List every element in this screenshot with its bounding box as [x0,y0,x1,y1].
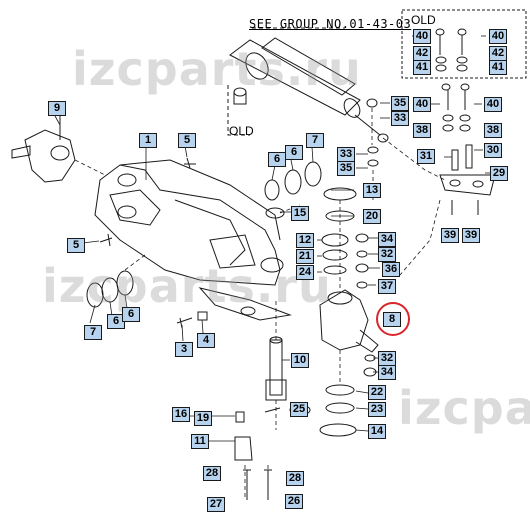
callout-6-b[interactable]: 6 [285,145,303,160]
callout-41-b[interactable]: 41 [489,60,507,75]
callout-35-left[interactable]: 35 [337,161,355,176]
callout-24[interactable]: 24 [296,265,314,280]
callout-14[interactable]: 14 [368,424,386,439]
callout-26[interactable]: 26 [285,494,303,509]
callout-25[interactable]: 25 [290,402,308,417]
callout-42-a[interactable]: 42 [413,46,431,61]
callout-38-left[interactable]: 38 [413,123,431,138]
callout-4[interactable]: 4 [197,333,215,348]
see-group-label: SEE GROUP NO.01-43-03 [249,17,412,31]
callout-10[interactable]: 10 [291,353,309,368]
callout-7-top[interactable]: 7 [306,133,324,148]
callout-38-right[interactable]: 38 [484,123,502,138]
callout-21[interactable]: 21 [296,249,314,264]
king-pin [269,339,283,396]
callout-12[interactable]: 12 [296,233,314,248]
callout-28-left[interactable]: 28 [203,466,221,481]
callout-22[interactable]: 22 [368,385,386,400]
highlight-circle [376,302,410,336]
callout-40-a[interactable]: 40 [413,29,431,44]
callout-8[interactable]: 8 [383,312,401,327]
callout-32-top[interactable]: 32 [378,247,396,262]
callout-6-a[interactable]: 6 [268,152,286,167]
callout-9[interactable]: 9 [48,101,66,116]
callout-42-b[interactable]: 42 [489,46,507,61]
callout-41-a[interactable]: 41 [413,60,431,75]
callout-33-right[interactable]: 33 [391,111,409,126]
callout-40-b[interactable]: 40 [489,29,507,44]
callout-3[interactable]: 3 [175,342,193,357]
callout-13[interactable]: 13 [363,183,381,198]
callout-29[interactable]: 29 [490,166,508,181]
right-knuckle [319,289,369,351]
callout-19[interactable]: 19 [194,411,212,426]
callout-34-bottom[interactable]: 34 [378,365,396,380]
callout-1[interactable]: 1 [139,133,157,148]
callout-34-top[interactable]: 34 [378,232,396,247]
callout-40-d[interactable]: 40 [484,97,502,112]
callout-39-b[interactable]: 39 [462,228,480,243]
callout-5-top[interactable]: 5 [178,133,196,148]
callout-30[interactable]: 30 [484,143,502,158]
callout-31[interactable]: 31 [417,149,435,164]
steering-cylinder [229,39,361,116]
axle-beam [94,164,281,286]
old-label-top: OLD [411,13,436,27]
callout-35-right[interactable]: 35 [391,96,409,111]
left-knuckle [24,129,76,183]
callout-32-bottom[interactable]: 32 [378,351,396,366]
callout-15[interactable]: 15 [291,206,309,221]
callout-7-left[interactable]: 7 [84,325,102,340]
callout-37[interactable]: 37 [378,279,396,294]
callout-39-a[interactable]: 39 [441,228,459,243]
callout-6-d[interactable]: 6 [122,307,140,322]
callout-36[interactable]: 36 [382,262,400,277]
old-label-mid: OLD [229,124,254,138]
callout-20[interactable]: 20 [363,209,381,224]
callout-33-left[interactable]: 33 [337,147,355,162]
callout-23[interactable]: 23 [368,402,386,417]
callout-28-right[interactable]: 28 [286,471,304,486]
callout-11[interactable]: 11 [191,434,209,449]
callout-5-left[interactable]: 5 [67,238,85,253]
callout-16[interactable]: 16 [172,407,190,422]
old-dashed-box [401,9,527,79]
callout-27[interactable]: 27 [207,497,225,512]
callout-40-c[interactable]: 40 [413,97,431,112]
